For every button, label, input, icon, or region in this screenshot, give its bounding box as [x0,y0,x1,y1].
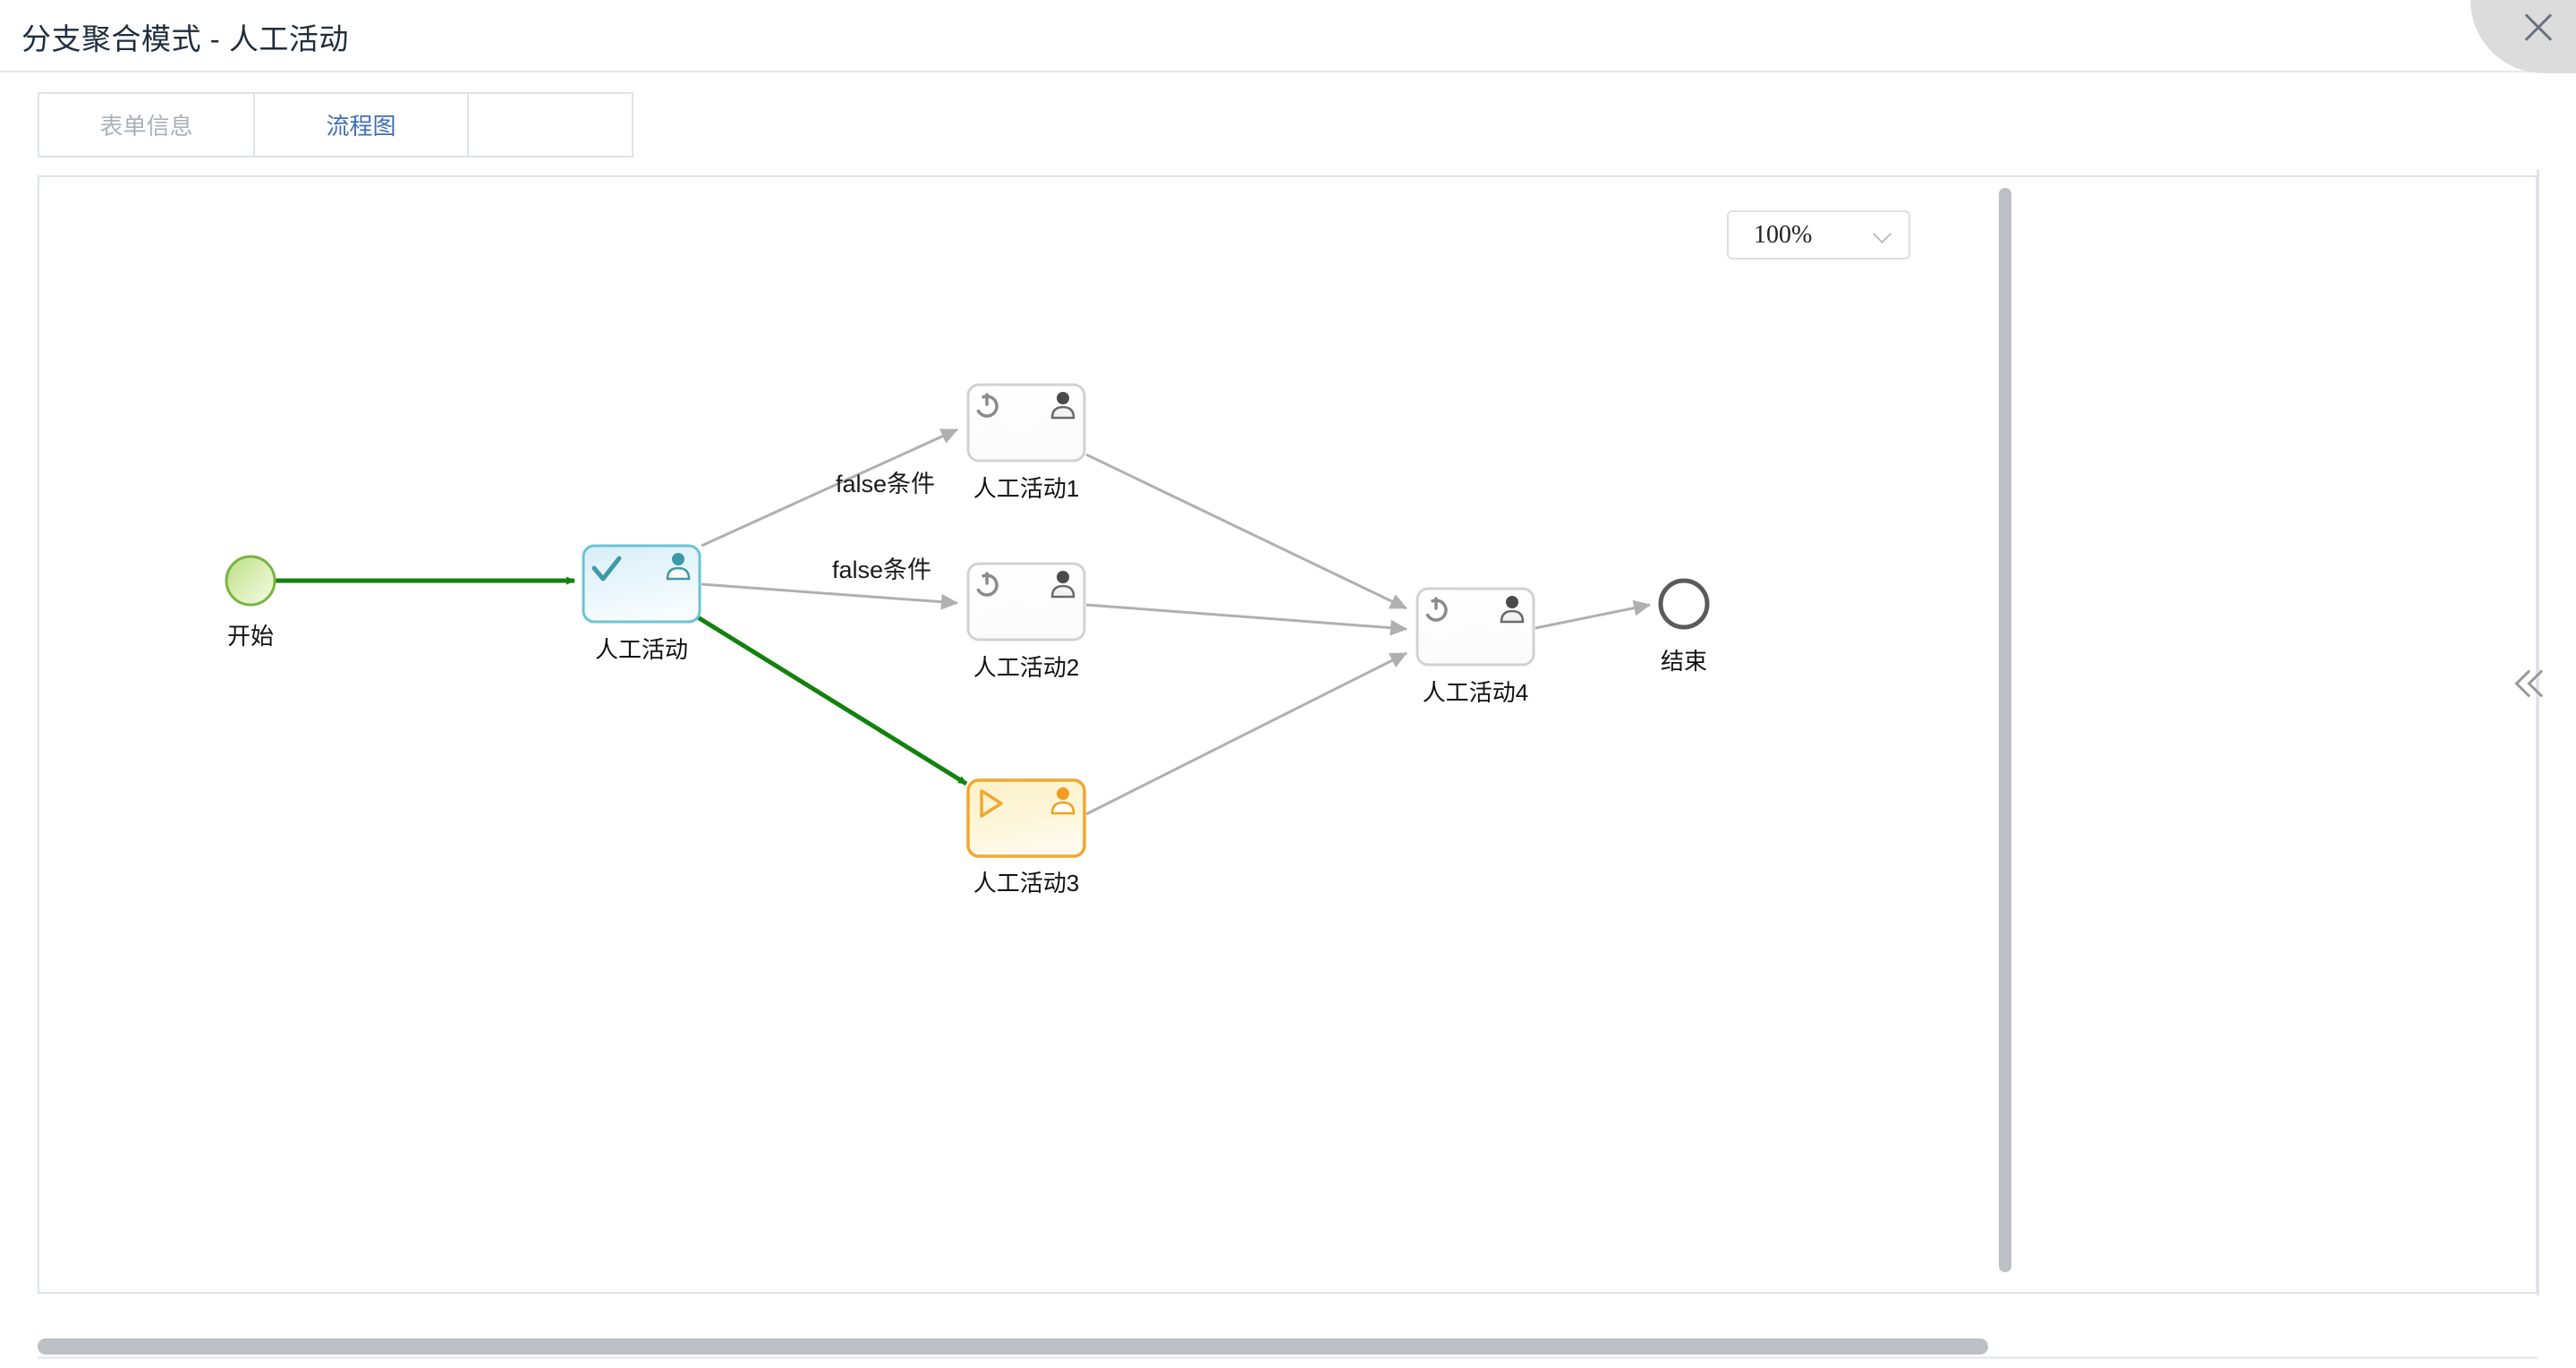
node-start-label: 开始 [227,623,274,650]
edge-task2-to-task4 [1085,603,1407,636]
node-task-renwugong-huodong-2[interactable]: 人工活动2 [966,562,1086,681]
node-end-label: 结束 [1661,648,1707,675]
user-icon [1050,787,1075,815]
check-icon [591,556,622,582]
node-task1-label: 人工活动1 [973,475,1079,502]
node-task0-label: 人工活动 [595,636,688,663]
diagram-canvas[interactable]: false条件 false条件 开始 人工活动 [38,175,2538,1294]
edge-task1-to-task4 [1085,453,1407,610]
vertical-scrollbar[interactable] [1999,188,2011,1272]
node-task-renwwu-huodong[interactable]: 人工活动 [582,544,701,663]
node-task-renwugong-huodong-4[interactable]: 人工活动4 [1416,587,1535,706]
edge-task0-to-task1 [701,428,958,548]
horizontal-scrollbar-track [38,1356,2538,1359]
user-icon [666,553,691,581]
node-end[interactable]: 结束 [1658,578,1710,675]
play-icon [980,789,1003,818]
edge-task3-to-task4 [1085,651,1407,816]
chevron-double-left-icon [2514,667,2558,703]
edge-task0-to-task3 [696,615,968,786]
user-icon [1500,596,1525,624]
panel-divider [2537,170,2539,1296]
node-task-renwugong-huodong-1[interactable]: 人工活动1 [966,383,1086,502]
edge-label-false-1: false条件 [836,471,935,497]
horizontal-scrollbar[interactable] [38,1338,1988,1355]
power-icon [1424,597,1448,622]
collapse-panel-button[interactable] [2513,660,2563,710]
edge-label-false-2: false条件 [832,557,931,583]
edge-task4-to-end [1535,599,1651,630]
power-icon [975,572,999,597]
chevron-down-icon [1874,229,1891,240]
edge-task0-to-task2 [701,582,958,610]
zoom-level-value: 100% [1754,221,1813,249]
power-icon [975,393,999,418]
tab-form-info[interactable]: 表单信息 [38,92,253,157]
process-flow-diagram: false条件 false条件 开始 人工活动 [225,383,1710,896]
zoom-level-select[interactable]: 100% [1727,210,1910,259]
user-icon [1050,392,1075,420]
tab-flow-diagram[interactable]: 流程图 [253,92,467,157]
tab-bar: 表单信息 流程图 [38,92,633,157]
tab-bar-filler [467,92,633,157]
close-button[interactable] [2470,0,2576,73]
node-task3-label: 人工活动3 [973,870,1079,896]
node-task2-label: 人工活动2 [973,654,1079,681]
dialog-header: 分支聚合模式 - 人工活动 [0,0,2576,73]
user-icon [1050,571,1075,599]
node-start[interactable]: 开始 [225,555,276,650]
page-title: 分支聚合模式 - 人工活动 [21,22,349,55]
close-icon [2521,9,2556,45]
node-task-renwugong-huodong-3[interactable]: 人工活动3 [966,778,1086,896]
node-task4-label: 人工活动4 [1423,679,1528,706]
